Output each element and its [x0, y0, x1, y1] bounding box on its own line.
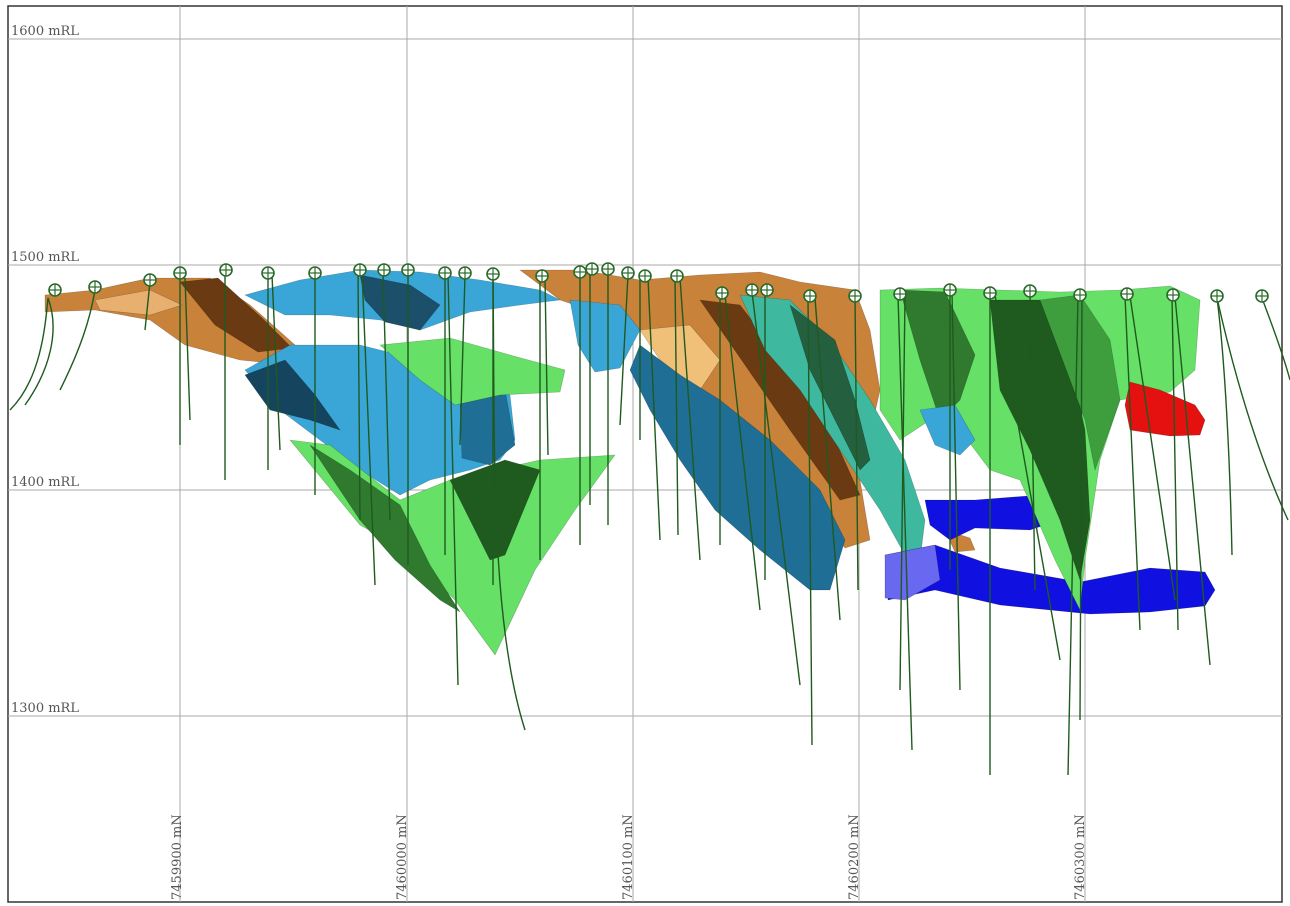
collar-marker — [760, 283, 774, 297]
brown-lode-middle-light — [639, 324, 721, 391]
collar-marker — [1166, 288, 1180, 302]
green-lode-central-dark2 — [449, 459, 541, 561]
collar-marker — [573, 265, 587, 279]
rl-label-1600: 1600 mRL — [11, 24, 79, 39]
rl-label-1300: 1300 mRL — [11, 701, 79, 716]
collar-marker — [401, 263, 415, 277]
collar-marker — [1023, 284, 1037, 298]
collar-marker — [173, 266, 187, 280]
section-frame — [7, 5, 1283, 903]
collar-marker — [353, 263, 367, 277]
collar-marker — [1255, 289, 1269, 303]
northing-label-7460200: 7460200 mN — [847, 814, 862, 900]
collar-marker — [848, 289, 862, 303]
collar-marker — [745, 283, 759, 297]
collar-marker — [88, 280, 102, 294]
green-lode-central-dark — [309, 444, 461, 613]
collar-marker — [458, 266, 472, 280]
collar-marker — [621, 266, 635, 280]
collar-marker — [535, 269, 549, 283]
drillhole-traces — [9, 271, 1290, 776]
royal-blue-lode-light — [884, 544, 941, 601]
royal-blue-lode-lower — [884, 544, 1216, 615]
blue-lode-central-dark — [244, 359, 341, 431]
collar-marker — [261, 266, 275, 280]
northing-label-7459900: 7459900 mN — [170, 814, 185, 900]
collar-marker — [638, 269, 652, 283]
blue-lode-east — [919, 404, 976, 456]
collar-marker — [486, 267, 500, 281]
green-lode-central-upper — [379, 337, 566, 406]
collar-marker — [670, 269, 684, 283]
collar-marker — [803, 289, 817, 303]
northing-label-7460000: 7460000 mN — [395, 814, 410, 900]
collar-marker — [585, 262, 599, 276]
royal-blue-lode-upper — [924, 494, 1061, 541]
collar-marker — [983, 286, 997, 300]
rl-label-1400: 1400 mRL — [11, 475, 79, 490]
drillhole-collars — [48, 262, 1269, 303]
blue-lode-upper-dark — [359, 274, 441, 331]
collar-marker — [1073, 288, 1087, 302]
lode-solids — [44, 269, 1216, 656]
collar-marker — [377, 263, 391, 277]
brown-lode-west-light — [94, 289, 183, 316]
collar-marker — [943, 283, 957, 297]
rl-label-1500: 1500 mRL — [11, 250, 79, 265]
northing-label-7460100: 7460100 mN — [621, 814, 636, 900]
collar-marker — [1210, 289, 1224, 303]
collar-marker — [48, 283, 62, 297]
northing-label-7460300: 7460300 mN — [1073, 814, 1088, 900]
collar-marker — [219, 263, 233, 277]
collar-marker — [143, 273, 157, 287]
collar-marker — [438, 266, 452, 280]
green-lode-middle-dark — [789, 304, 871, 471]
collar-marker — [601, 262, 615, 276]
collar-marker — [1120, 287, 1134, 301]
collar-marker — [893, 287, 907, 301]
blue-lode-middle-light — [569, 299, 641, 373]
collar-marker — [715, 286, 729, 300]
collar-marker — [308, 266, 322, 280]
